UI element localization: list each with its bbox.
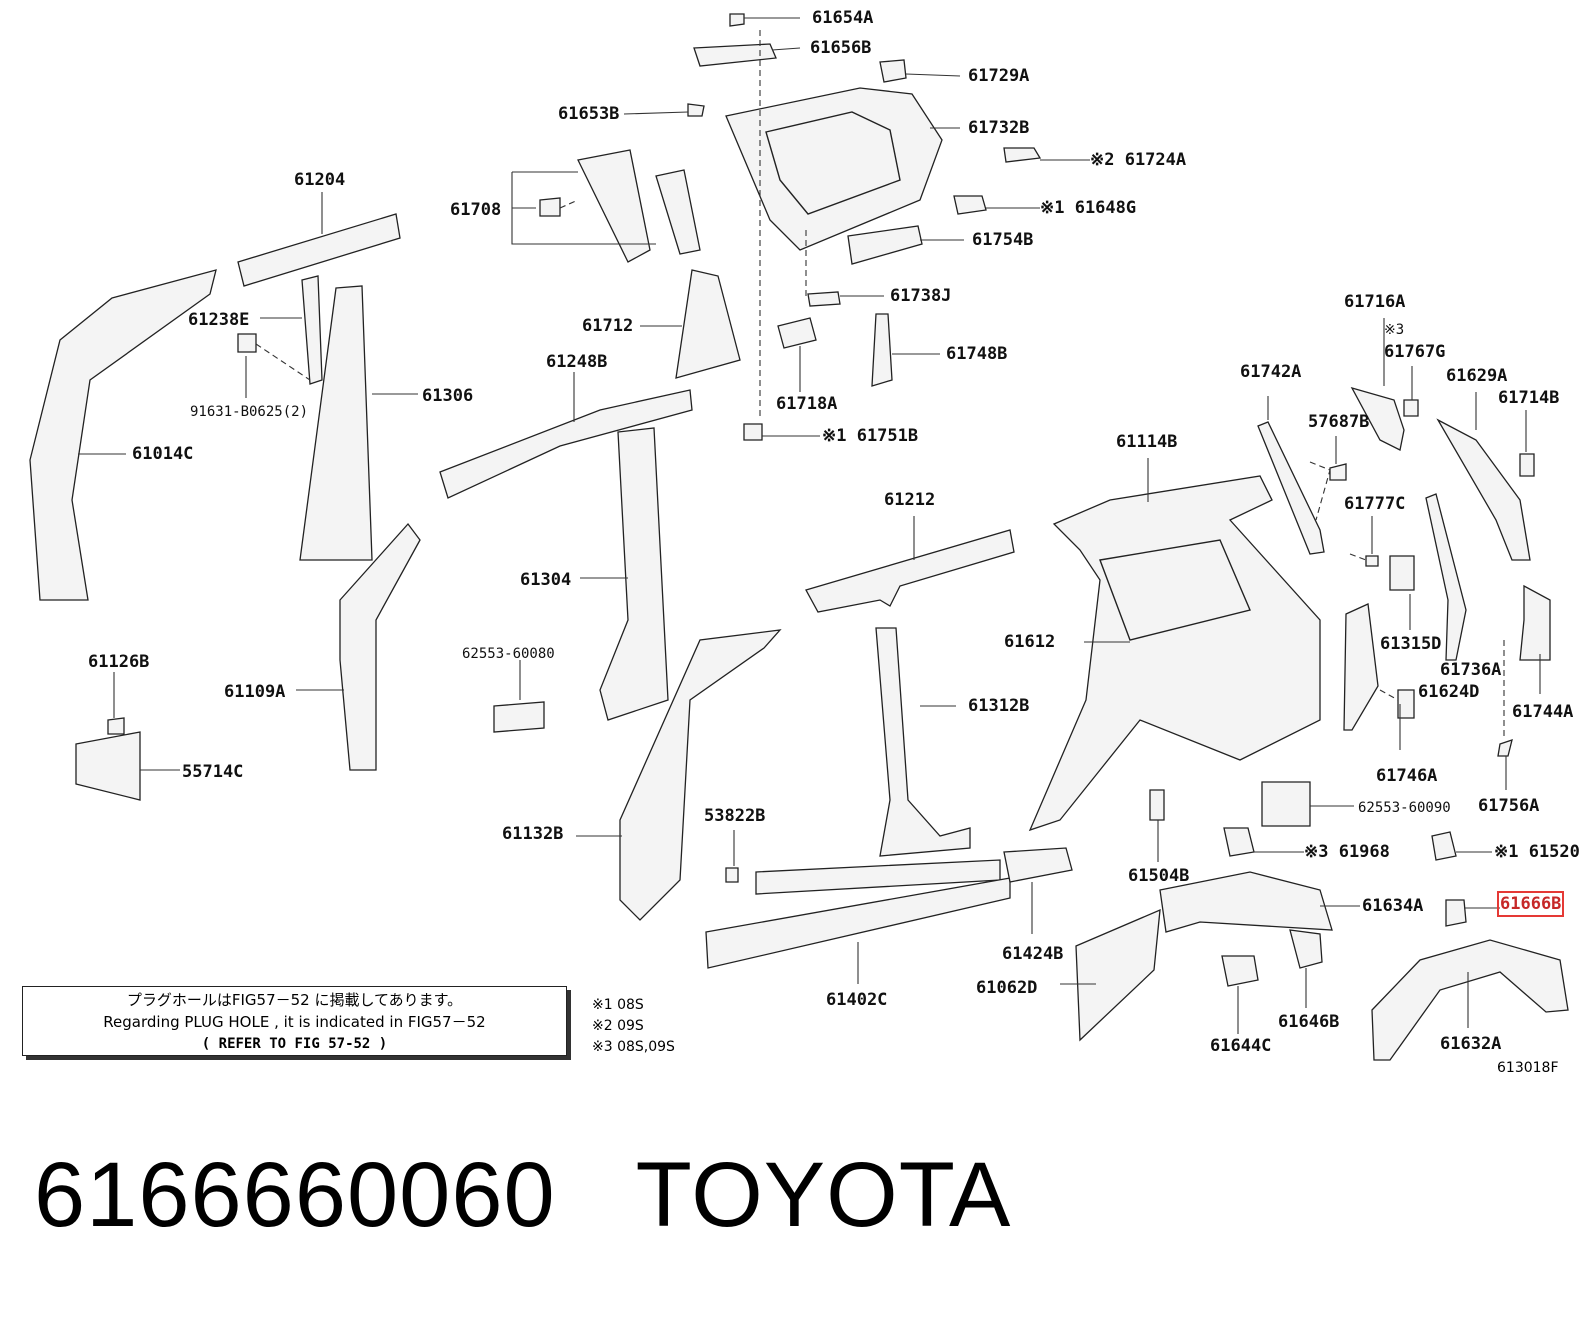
part-label-61754B: 61754B (972, 230, 1034, 250)
part-label-61748B: 61748B (946, 344, 1008, 364)
part-label-61767G: 61767G (1384, 342, 1446, 362)
part-label-61114B: 61114B (1116, 432, 1178, 452)
legend-item: ※2 09S (592, 1018, 644, 1034)
parts-diagram: 61654A 61656B 61729A 61653B 61732B ※2 61… (22, 8, 1580, 1076)
brand-name: TOYOTA (635, 1144, 1012, 1246)
part-label-61109A: 61109A (224, 682, 286, 702)
part-label-61014C: 61014C (132, 444, 194, 464)
model-legend: ※1 08S ※2 09S ※3 08S,09S (592, 995, 675, 1058)
part-label-61504B: 61504B (1128, 866, 1190, 886)
part-label-61612: 61612 (1004, 632, 1056, 652)
note-line-english: Regarding PLUG HOLE , it is indicated in… (103, 1013, 486, 1031)
part-label-61666B-highlighted: 61666B (1496, 891, 1565, 917)
part-number: 6166660060 (34, 1144, 556, 1246)
part-label-61629A: 61629A (1446, 366, 1508, 386)
part-label-61744A: 61744A (1512, 702, 1574, 722)
part-label-61424B: 61424B (1002, 944, 1064, 964)
part-label-53822B: 53822B (704, 806, 766, 826)
part-label-57687B: 57687B (1308, 412, 1370, 432)
part-label-61746A: 61746A (1376, 766, 1438, 786)
part-label-91631-B0625: 91631-B0625(2) (190, 404, 309, 420)
part-label-61968: ※3 61968 (1304, 842, 1390, 862)
part-label-61632A: 61632A (1440, 1034, 1502, 1054)
part-label-61126B: 61126B (88, 652, 150, 672)
part-label-61132B: 61132B (502, 824, 564, 844)
part-label-61777C: 61777C (1344, 494, 1406, 514)
part-label-55714C: 55714C (182, 762, 244, 782)
part-label-61238E: 61238E (188, 310, 250, 330)
note-line-reference: ( REFER TO FIG 57-52 ) (201, 1036, 388, 1052)
part-label-62553-60090: 62553-60090 (1358, 800, 1451, 816)
part-label-61656B: 61656B (810, 38, 872, 58)
part-label-61520: ※1 61520 (1494, 842, 1580, 862)
part-label-61062D: 61062D (976, 978, 1038, 998)
part-label-61738J: 61738J (890, 286, 952, 306)
part-label-61248B: 61248B (546, 352, 608, 372)
legend-item: ※3 08S,09S (592, 1039, 675, 1055)
part-label-61402C: 61402C (826, 990, 888, 1010)
diagram-drawing (29, 13, 1569, 1061)
part-label-61644C: 61644C (1210, 1036, 1272, 1056)
part-label-61304: 61304 (520, 570, 572, 590)
part-label-61756A: 61756A (1478, 796, 1540, 816)
part-label-61718A: 61718A (776, 394, 838, 414)
part-label-61736A: 61736A (1440, 660, 1502, 680)
part-mark-3: ※3 (1384, 322, 1405, 338)
part-label-61751B: ※1 61751B (822, 426, 919, 446)
part-label-61714B: 61714B (1498, 388, 1560, 408)
product-title: 6166660060 TOYOTA (34, 1140, 1011, 1250)
part-label-61204: 61204 (294, 170, 346, 190)
part-label-61712: 61712 (582, 316, 634, 336)
figure-reference: 613018F (1497, 1060, 1559, 1076)
part-label-61729A: 61729A (968, 66, 1030, 86)
part-label-61315D: 61315D (1380, 634, 1442, 654)
part-label-61312B: 61312B (968, 696, 1030, 716)
part-label-61212: 61212 (884, 490, 936, 510)
part-label-61648G: ※1 61648G (1040, 198, 1137, 218)
plug-hole-note: プラグホールはFIG57－52 に掲載してあります。 Regarding PLU… (22, 986, 567, 1056)
part-label-61724A: ※2 61724A (1090, 150, 1187, 170)
note-line-japanese: プラグホールはFIG57－52 に掲載してあります。 (126, 991, 463, 1009)
part-label-61634A: 61634A (1362, 896, 1424, 916)
part-label-61654A: 61654A (812, 8, 874, 28)
legend-item: ※1 08S (592, 997, 644, 1013)
part-label-61306: 61306 (422, 386, 474, 406)
part-label-61653B: 61653B (558, 104, 620, 124)
part-label-61708: 61708 (450, 200, 502, 220)
part-label-61732B: 61732B (968, 118, 1030, 138)
part-label-61646B: 61646B (1278, 1012, 1340, 1032)
part-label-61742A: 61742A (1240, 362, 1302, 382)
part-label-62553-60080: 62553-60080 (462, 646, 555, 662)
part-label-61716A: 61716A (1344, 292, 1406, 312)
part-label-61624D: 61624D (1418, 682, 1480, 702)
